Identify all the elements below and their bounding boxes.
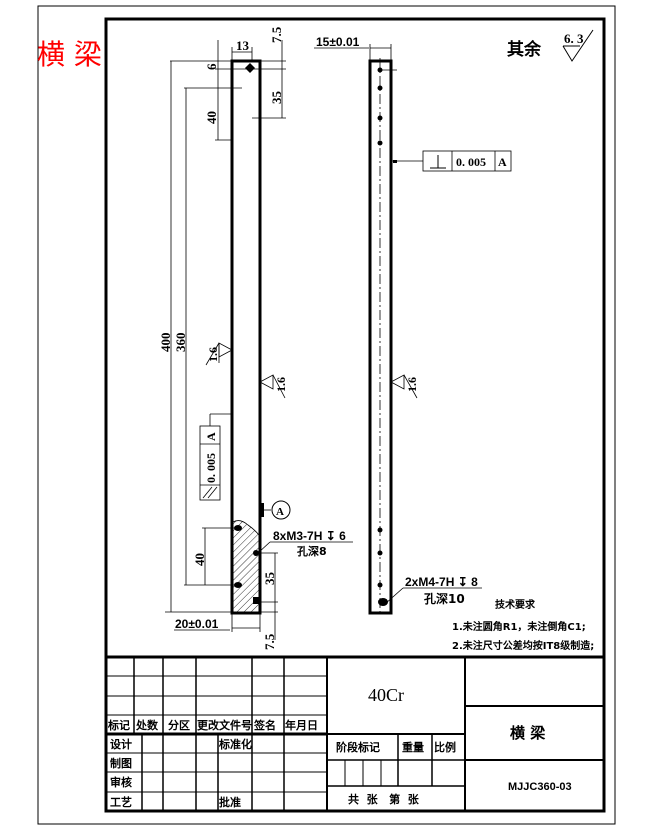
svg-text:35: 35	[269, 91, 284, 105]
svg-text:40: 40	[204, 111, 219, 124]
sign-rows: 设计 制图 审核 工艺 标准化 批准	[110, 737, 252, 809]
svg-text:比例: 比例	[434, 740, 456, 754]
default-roughness: 其余 6. 3	[507, 29, 594, 62]
roughness-left: 1.6	[205, 342, 233, 366]
svg-text:阶段标记: 阶段标记	[336, 740, 380, 754]
part-name: 横 梁	[510, 724, 546, 742]
svg-text:处数: 处数	[135, 718, 159, 732]
roughness-right: 1.6	[259, 374, 288, 399]
svg-text:A: A	[204, 432, 218, 441]
svg-text:400: 400	[158, 333, 173, 353]
beam-side-outline	[368, 59, 393, 615]
inner-frame	[104, 17, 606, 813]
svg-text:8xM3-7H ↧ 6: 8xM3-7H ↧ 6	[273, 529, 346, 543]
svg-text:1.未注圆角R1，未注倒角C1;: 1.未注圆角R1，未注倒角C1;	[452, 620, 586, 633]
svg-text:分区: 分区	[168, 718, 190, 732]
svg-text:重量: 重量	[402, 740, 424, 754]
outer-frame	[37, 5, 616, 825]
hole-marker	[245, 63, 255, 73]
front-view: 13 7.5 35 6 40 400 360 40 35 7.5	[158, 26, 353, 650]
svg-text:35: 35	[262, 572, 277, 586]
svg-text:7.5: 7.5	[262, 633, 277, 650]
material-value: 40Cr	[368, 685, 404, 705]
svg-text:设计: 设计	[110, 737, 132, 751]
svg-text:13: 13	[236, 38, 250, 53]
thread-note-m4: 2xM4-7H ↧ 8 孔深10	[384, 575, 482, 606]
svg-text:2.未注尺寸公差均按IT8级制造;: 2.未注尺寸公差均按IT8级制造;	[452, 639, 594, 652]
red-title-label: 横 梁	[37, 38, 102, 71]
svg-text:15±0.01: 15±0.01	[316, 35, 360, 49]
svg-text:360: 360	[173, 333, 188, 353]
datum-a: A	[260, 500, 291, 520]
beam-front-outline	[230, 59, 262, 615]
svg-text:0. 005: 0. 005	[204, 453, 218, 483]
svg-text:1.6: 1.6	[206, 347, 220, 362]
svg-text:其余: 其余	[507, 39, 542, 60]
section-hatch	[233, 520, 259, 612]
svg-text:批准: 批准	[219, 795, 241, 809]
title-block	[104, 655, 604, 813]
svg-text:7.5: 7.5	[269, 26, 284, 43]
parallelism-tolerance-frame: A 0. 005	[199, 413, 232, 501]
roughness-side: 1.6	[390, 374, 419, 399]
svg-text:1.6: 1.6	[405, 377, 419, 392]
svg-text:A: A	[276, 506, 284, 518]
svg-text:制图: 制图	[110, 756, 132, 770]
svg-text:标准化: 标准化	[218, 737, 252, 751]
svg-text:技术要求: 技术要求	[495, 598, 536, 611]
svg-text:0. 005: 0. 005	[456, 155, 486, 169]
svg-text:A: A	[498, 155, 507, 169]
thread-note-m3: 8xM3-7H ↧ 6 孔深8	[257, 529, 353, 558]
svg-text:2xM4-7H ↧ 8: 2xM4-7H ↧ 8	[405, 575, 478, 589]
svg-text:6: 6	[204, 63, 219, 70]
side-view: 15±0.01 0. 005 A 1.6 2xM4-7H ↧ 8 孔深10	[314, 35, 512, 616]
stage-headers: 阶段标记 重量 比例	[336, 740, 456, 754]
drawing-number: MJJC360-03	[508, 781, 572, 793]
revision-headers: 标记 处数 分区 更改文件号 签名 年月日	[107, 718, 318, 732]
svg-text:6. 3: 6. 3	[564, 31, 584, 46]
svg-text:孔深10: 孔深10	[424, 591, 465, 606]
svg-text:更改文件号: 更改文件号	[197, 718, 252, 732]
sheet-info: 共 张 第 张	[348, 792, 420, 806]
svg-text:孔深8: 孔深8	[297, 544, 327, 558]
svg-text:年月日: 年月日	[285, 718, 318, 732]
svg-text:签名: 签名	[253, 718, 276, 732]
perpendicularity-tolerance-frame: 0. 005 A	[391, 150, 512, 172]
svg-text:工艺: 工艺	[110, 795, 132, 809]
svg-text:20±0.01: 20±0.01	[175, 617, 219, 631]
tech-requirements: 技术要求 1.未注圆角R1，未注倒角C1; 2.未注尺寸公差均按IT8级制造;	[452, 598, 594, 652]
svg-text:标记: 标记	[107, 718, 130, 732]
svg-text:40: 40	[192, 553, 207, 566]
svg-text:审核: 审核	[110, 775, 132, 789]
svg-text:1.6: 1.6	[274, 377, 288, 392]
